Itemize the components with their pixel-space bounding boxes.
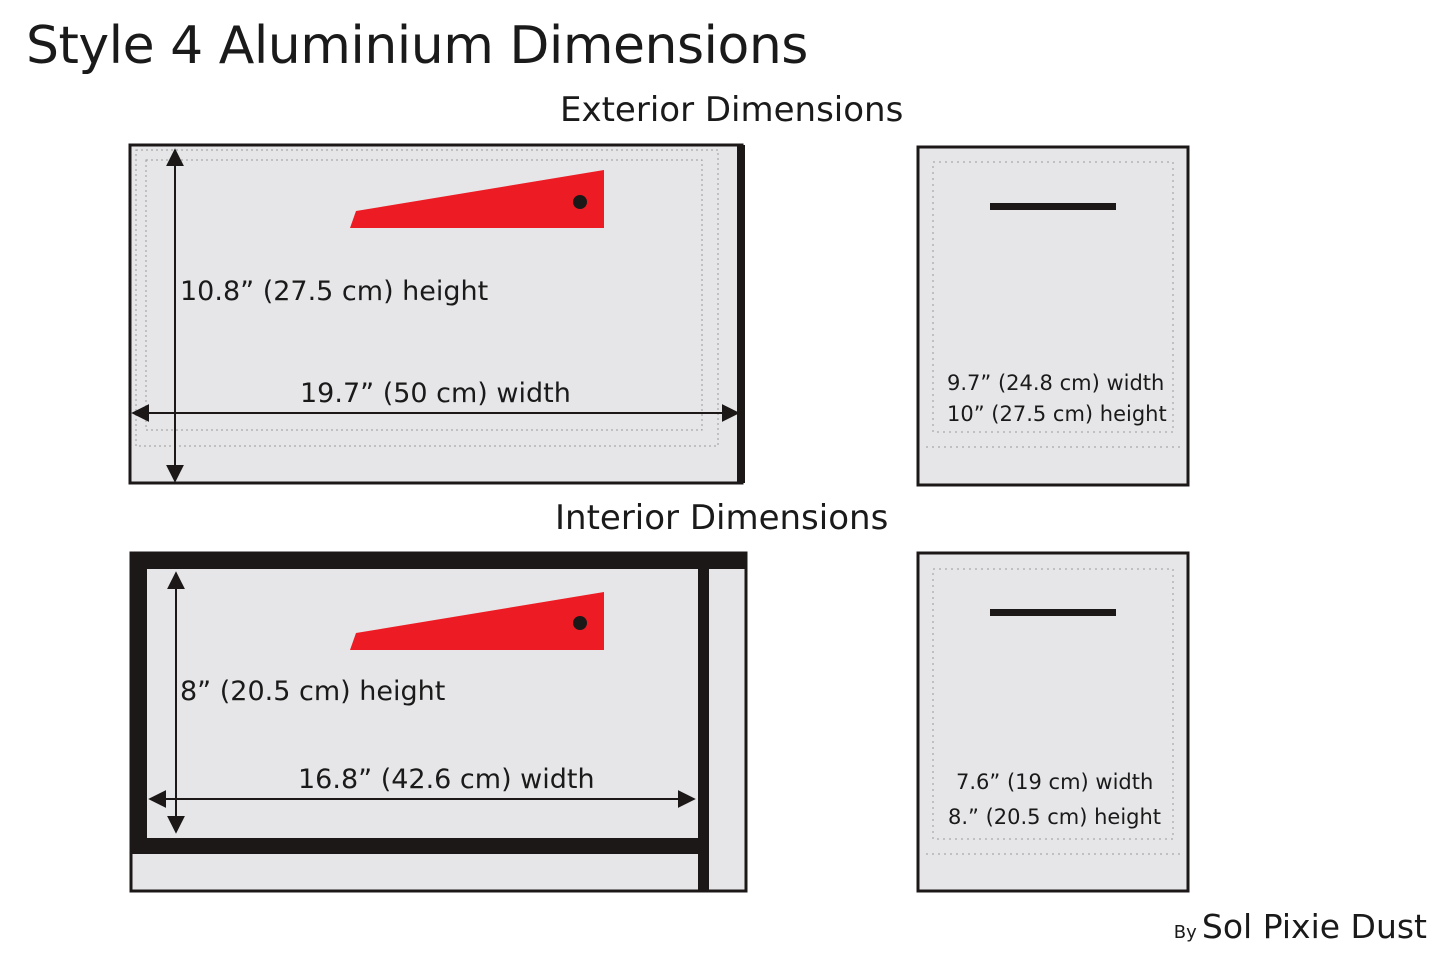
interior-top-wall: [131, 553, 746, 569]
exterior-inner-guide: [145, 159, 703, 431]
credit-brand: Sol Pixie Dust: [1201, 907, 1427, 946]
interior-side-height-label: 8.” (20.5 cm) height: [948, 805, 1162, 829]
exterior-flag-pivot: [573, 195, 587, 209]
exterior-outer-guide: [135, 149, 719, 447]
interior-flag: [350, 592, 604, 650]
interior-height-label: 8” (20.5 cm) height: [180, 676, 446, 707]
exterior-front-view: [128, 143, 745, 485]
exterior-width-label: 19.7” (50 cm) width: [300, 378, 571, 409]
credit: By Sol Pixie Dust: [1174, 910, 1427, 943]
exterior-side-height-label: 10” (27.5 cm) height: [947, 402, 1167, 426]
exterior-flag: [350, 170, 604, 228]
interior-width-label: 16.8” (42.6 cm) width: [298, 764, 595, 795]
interior-right-wall: [698, 553, 709, 891]
interior-flag-pivot: [573, 616, 587, 630]
exterior-side-width-label: 9.7” (24.8 cm) width: [947, 371, 1165, 395]
page-title: Style 4 Aluminium Dimensions: [26, 16, 808, 76]
exterior-section-title: Exterior Dimensions: [560, 90, 904, 130]
interior-side-view: [916, 551, 1190, 893]
interior-left-wall: [131, 553, 147, 853]
exterior-slot: [990, 203, 1116, 210]
interior-bottom-wall: [131, 838, 709, 854]
exterior-right-edge: [737, 145, 745, 483]
interior-side-width-label: 7.6” (19 cm) width: [956, 770, 1154, 794]
credit-by: By: [1173, 922, 1197, 943]
interior-front-view: [129, 551, 748, 893]
exterior-side-view: [916, 145, 1190, 487]
exterior-height-label: 10.8” (27.5 cm) height: [180, 276, 489, 307]
interior-section-title: Interior Dimensions: [555, 498, 889, 538]
interior-slot: [990, 609, 1116, 616]
